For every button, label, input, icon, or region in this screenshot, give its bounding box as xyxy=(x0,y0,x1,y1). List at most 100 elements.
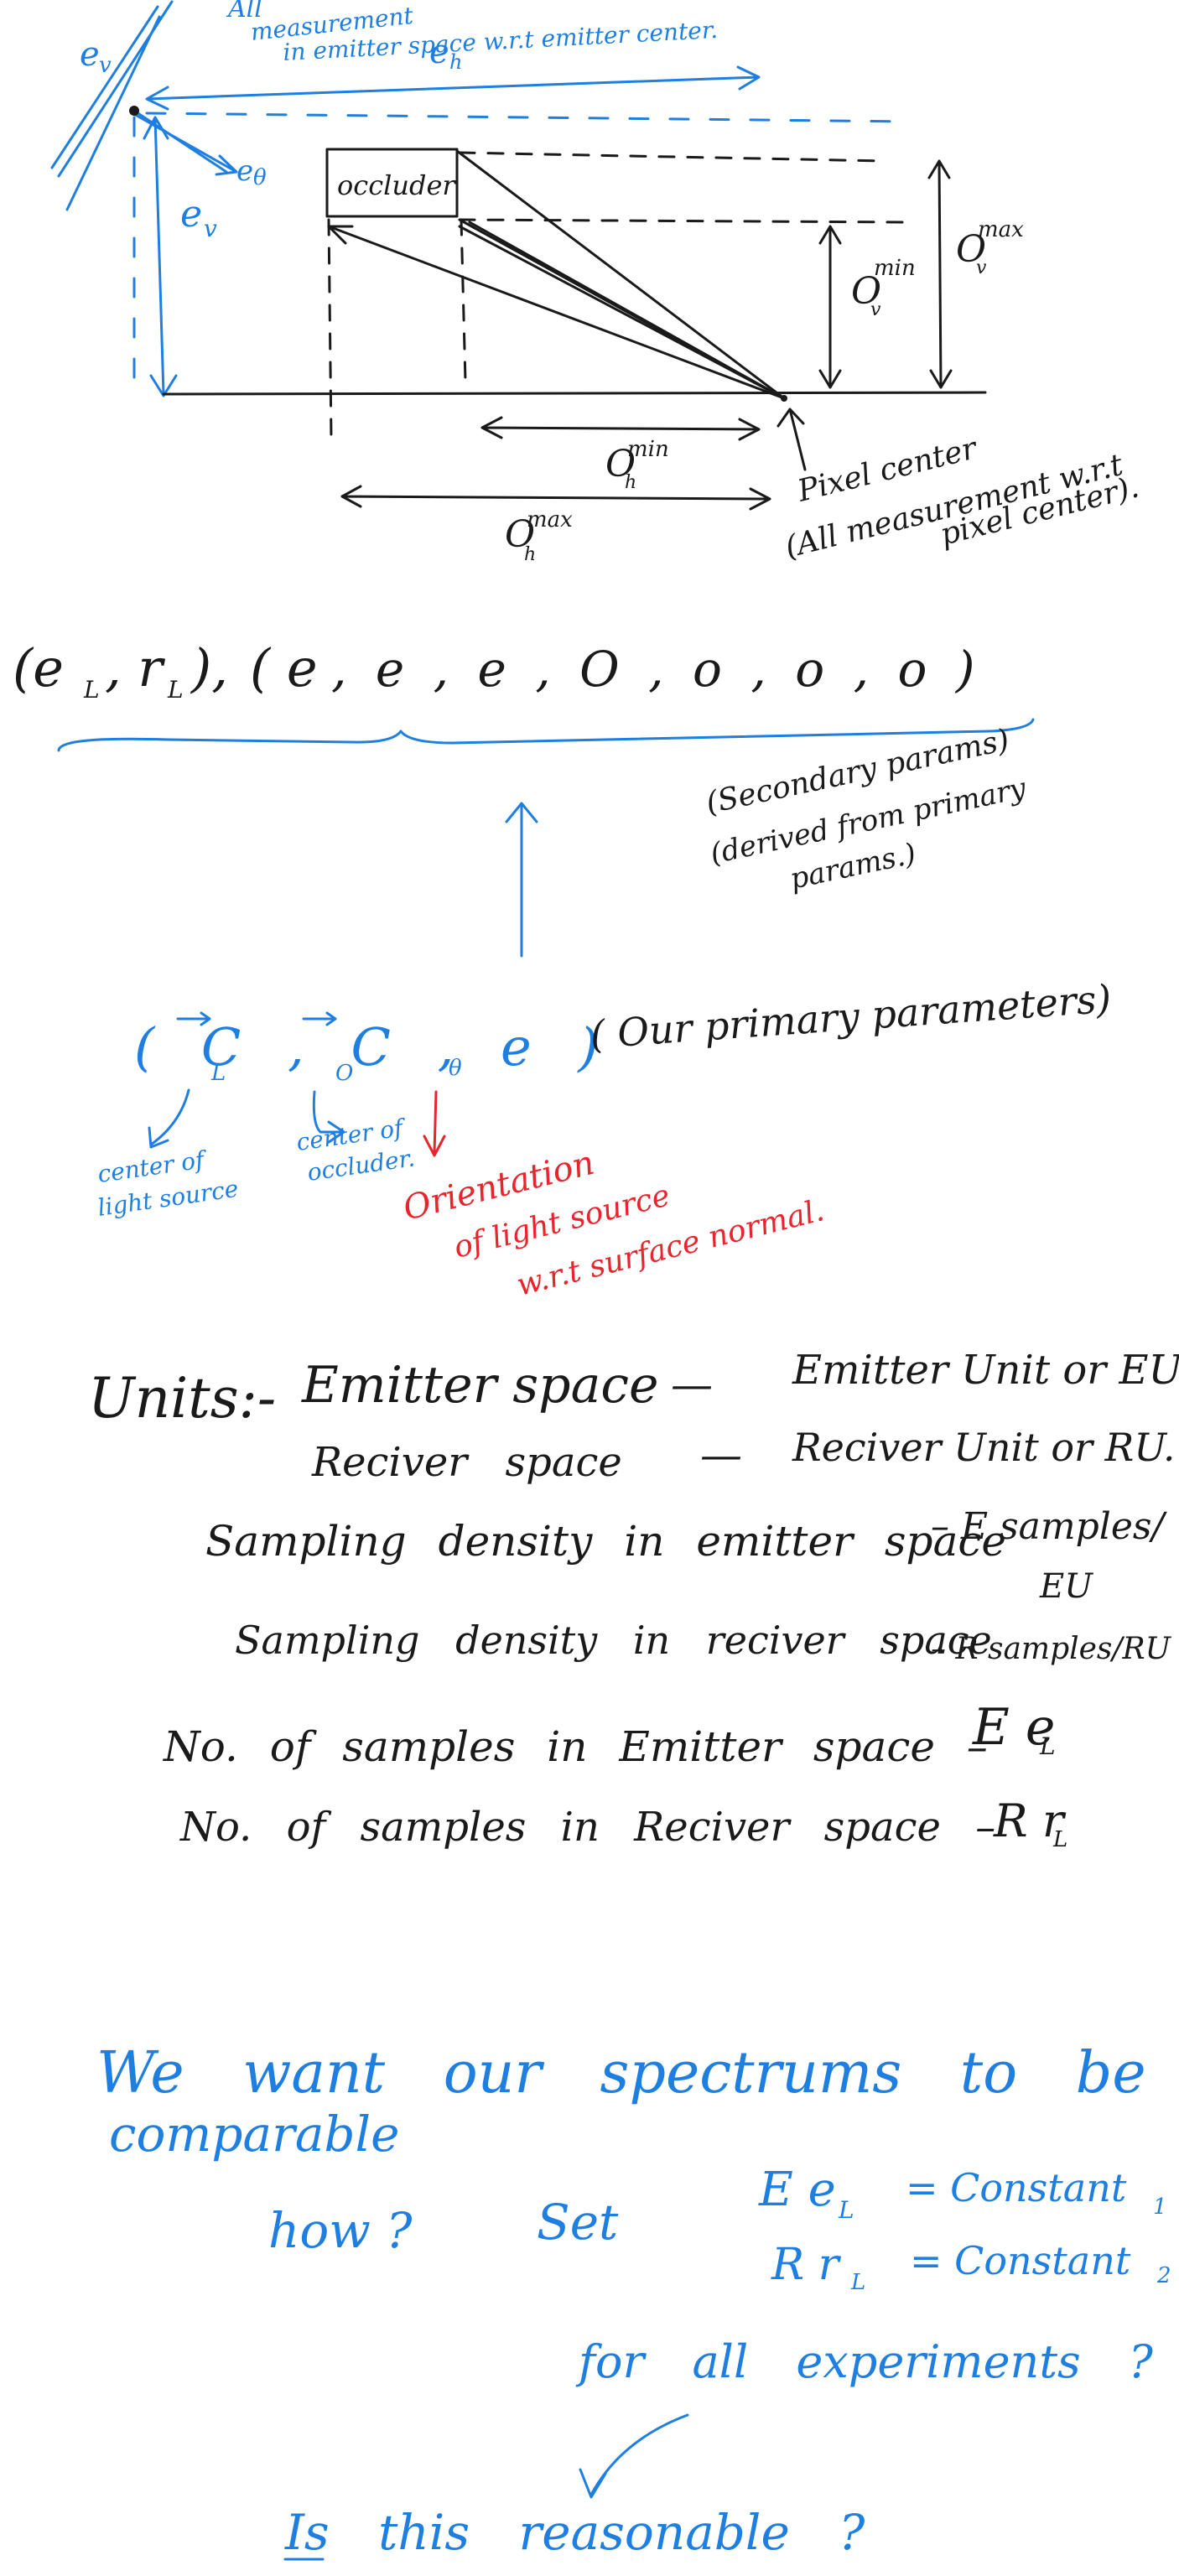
tuple-r: , r xyxy=(105,637,165,699)
o-h-min-sup: min xyxy=(627,437,669,462)
o-v-max-arrow xyxy=(927,159,953,389)
emitter-diagram: All measurement in emitter space w.r.t e… xyxy=(50,0,1142,565)
units-dash-1: — xyxy=(671,1360,713,1409)
o-h-min-label: O xyxy=(605,443,636,486)
e-theta-primary-sub: θ xyxy=(449,1056,462,1081)
ray-1 xyxy=(327,225,786,400)
eq-2-rhs-sub: 2 xyxy=(1156,2263,1171,2288)
eq-1-sub: L xyxy=(838,2196,854,2224)
e-v-side-label: e xyxy=(180,193,202,236)
eq-2-lhs: R r xyxy=(771,2240,842,2290)
e-theta-arrow xyxy=(131,112,238,176)
emitter-line-b xyxy=(50,5,159,169)
emitter-unit-label: Emitter Unit or EU xyxy=(792,1347,1179,1394)
e-v-top-label: e xyxy=(80,35,100,74)
occluder-top-dashed xyxy=(458,151,886,163)
o-h-min-arrow xyxy=(480,416,761,441)
question-pointer xyxy=(579,2413,689,2499)
e-h-label: e xyxy=(429,33,449,71)
ray-2 xyxy=(455,149,786,400)
sampling-emitter: Sampling density in emitter space xyxy=(205,1517,1006,1566)
num-receiver: No. of samples in Reciver space – xyxy=(179,1804,995,1851)
o-h-max-sub: h xyxy=(524,544,536,565)
primary-note: ( Our primary parameters) xyxy=(589,976,1113,1057)
o-v-min-label: O xyxy=(851,270,881,313)
units-dash-2: — xyxy=(700,1431,742,1479)
eq-1-rhs-sub: 1 xyxy=(1153,2194,1167,2220)
occluder-left-dashed xyxy=(327,218,333,442)
units-section: Units:- Emitter space — Emitter Unit or … xyxy=(88,1347,1179,1852)
pixel-center-dot xyxy=(781,395,787,402)
o-h-max-label: O xyxy=(505,513,535,556)
e-h-arrow xyxy=(145,65,761,111)
o-h-max-arrow xyxy=(340,485,771,511)
conclusion-section: We want our spectrums to be comparable h… xyxy=(96,2040,1171,2561)
derive-arrow xyxy=(505,802,538,958)
e-theta-label: e xyxy=(236,154,253,188)
conclusion-line-1: We want our spectrums to be xyxy=(96,2040,1146,2106)
occluder-right-dashed xyxy=(460,218,467,383)
num-receiver-sub: L xyxy=(1052,1827,1067,1852)
o-h-min-sub: h xyxy=(625,472,636,493)
pixel-center-arrow xyxy=(776,408,807,471)
conclusion-line-2: comparable xyxy=(109,2106,399,2163)
tuple-close: ), xyxy=(190,637,228,699)
eq-2-sub: L xyxy=(850,2270,865,2295)
o-v-max-sub: v xyxy=(976,257,987,278)
c-o-vector-arrow xyxy=(302,1011,337,1026)
receiver-unit-label: Reciver Unit or RU. xyxy=(792,1425,1175,1470)
eq-1-lhs: E e xyxy=(758,2163,836,2217)
ray-4 xyxy=(458,225,786,400)
num-emitter-sub: L xyxy=(1039,1732,1056,1760)
e-v-top-sub: v xyxy=(99,53,112,78)
o-v-max-label: O xyxy=(956,228,986,271)
tuple-primary-sub: L xyxy=(83,676,100,704)
tuple-r-sub: L xyxy=(167,676,184,704)
emitter-height-dashed xyxy=(145,112,912,123)
tuple-primary-open: (e xyxy=(13,637,64,699)
e-h-sub: h xyxy=(449,50,462,74)
o-v-min-sup: min xyxy=(874,256,916,281)
how-label: how ? xyxy=(268,2202,413,2259)
o-v-min-sub: v xyxy=(870,299,881,320)
num-emitter-val: E e xyxy=(972,1698,1055,1757)
emitter-space-label: Emitter space xyxy=(301,1356,658,1415)
e-theta-pointer xyxy=(423,1090,446,1157)
sampling-receiver-val: – R samples/RU xyxy=(931,1632,1172,1666)
sampling-emitter-unit: EU xyxy=(1039,1567,1093,1606)
receiver-space-label: Reciver space xyxy=(311,1439,622,1486)
units-heading: Units:- xyxy=(88,1366,276,1431)
e-v-side-sub: v xyxy=(204,215,217,242)
num-emitter: No. of samples in Emitter space – xyxy=(163,1722,988,1771)
emitter-note-1: All xyxy=(226,0,262,23)
for-all-label: for all experiments ? xyxy=(575,2335,1154,2388)
ray-arrowhead xyxy=(327,225,354,245)
question-label: Is this reasonable ? xyxy=(284,2504,865,2561)
tuple-secondary-open: ( e xyxy=(250,637,318,699)
set-label: Set xyxy=(537,2194,619,2251)
ray-5 xyxy=(468,221,786,400)
occluder-bottom-dashed xyxy=(458,218,907,224)
o-v-min-arrow xyxy=(818,225,842,389)
ground-line xyxy=(162,391,987,396)
underbrace xyxy=(57,718,1035,752)
primary-tuple: ( C , C , e ) xyxy=(134,1016,614,1078)
c-l-pointer xyxy=(148,1088,190,1149)
o-v-max-sup: max xyxy=(978,217,1024,242)
occluder-label: occluder xyxy=(337,169,456,201)
sampling-receiver: Sampling density in reciver space xyxy=(235,1618,992,1663)
e-v-arrow xyxy=(143,116,178,397)
emitter-center-dot xyxy=(129,106,139,116)
eq-1-rhs: = Constant xyxy=(906,2165,1127,2210)
num-receiver-val: R r xyxy=(993,1794,1067,1847)
occluder-box xyxy=(325,148,459,218)
sampling-emitter-val: – E samples/ xyxy=(931,1505,1167,1548)
e-theta-sub: θ xyxy=(253,165,267,190)
c-o-sub: O xyxy=(335,1061,353,1086)
c-o-pointer xyxy=(312,1090,345,1144)
eq-2-rhs: = Constant xyxy=(910,2238,1131,2283)
emitter-normal-line xyxy=(65,15,161,211)
parameters-section: (e L , r L ), ( e , e , e , O , o , o , … xyxy=(13,637,1113,1303)
